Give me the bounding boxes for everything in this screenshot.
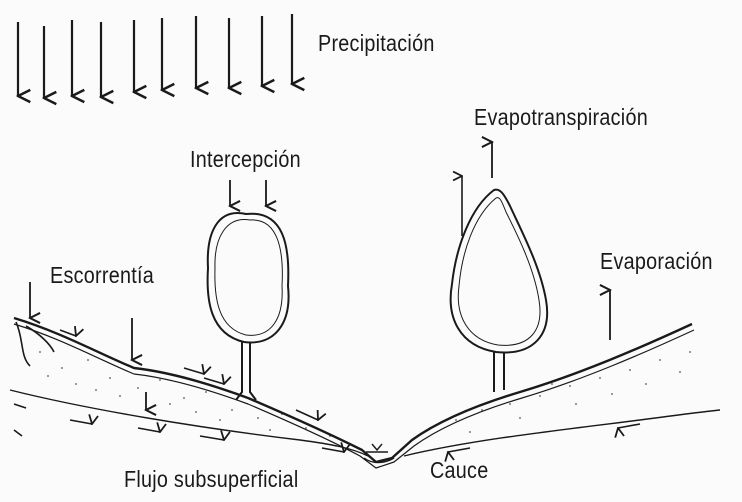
evapotranspiration-label: Evapotranspiración (474, 104, 648, 131)
subsurface-boundary (10, 390, 720, 456)
ground-surface (14, 318, 694, 468)
tree-left-crown-inner (215, 220, 282, 336)
tree-right-trunk (494, 352, 504, 392)
precipitation-label: Precipitación (318, 30, 435, 57)
evaporation-label: Evaporación (600, 248, 713, 275)
channel-label: Cauce (430, 457, 488, 484)
tree-left (208, 180, 289, 400)
interception-label: Intercepción (190, 146, 301, 173)
left-bank-roots (14, 322, 54, 436)
tree-right-crown (451, 190, 547, 353)
runoff-label: Escorrentía (50, 262, 154, 289)
tree-left-crown (208, 213, 289, 342)
subsurface-flow-label: Flujo subsuperficial (124, 466, 298, 493)
runoff-arrows (60, 330, 318, 420)
tree-right (451, 142, 547, 392)
soil-stipple-right (429, 351, 691, 433)
precipitation-arrows (18, 14, 292, 98)
channel-water-mark (364, 444, 394, 463)
tree-left-trunk (236, 342, 256, 400)
ground-line (14, 318, 692, 462)
subsurface-line-left (10, 390, 368, 456)
